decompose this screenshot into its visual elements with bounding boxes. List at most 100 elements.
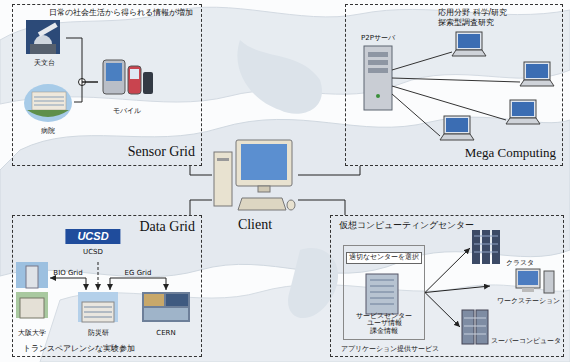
service-center-building bbox=[366, 274, 398, 314]
osaka-university-picture bbox=[20, 298, 44, 318]
cern-picture bbox=[166, 294, 188, 306]
region-note: トランスペアレンシな実験参加 bbox=[23, 344, 135, 353]
device-icon: 病院 bbox=[22, 82, 74, 136]
observatory-picture bbox=[30, 44, 56, 54]
region-panel: 仮想コンピューティングセンターアプリケーション提供サービス適切なセンターを選択サ… bbox=[330, 215, 564, 357]
observatory-picture bbox=[26, 20, 60, 54]
hospital-picture bbox=[34, 97, 64, 105]
connector-line bbox=[74, 82, 98, 102]
client-computer-picture bbox=[238, 198, 286, 210]
cern-picture bbox=[142, 292, 190, 322]
p2p-server-picture bbox=[364, 46, 392, 110]
workstation-picture bbox=[516, 269, 540, 288]
server-icon: P2Pサーバ bbox=[356, 34, 400, 114]
workstation-picture bbox=[516, 269, 554, 293]
icon-label: UCSD bbox=[83, 248, 103, 256]
mobile-devices-picture bbox=[143, 72, 153, 94]
region-note: アプリケーション提供サービス bbox=[341, 345, 439, 353]
logo-text: UCSD bbox=[65, 229, 120, 244]
laptop-picture bbox=[440, 134, 474, 140]
region-note: 応用分野 科学/研究 探索型調査研究 bbox=[438, 8, 528, 27]
disaster-research-picture bbox=[84, 307, 112, 317]
observatory-picture bbox=[38, 22, 58, 36]
osaka-university-picture bbox=[26, 266, 38, 288]
service-center-building bbox=[366, 274, 398, 314]
laptop-picture bbox=[446, 118, 468, 132]
region-note: 日常の社会生活から得られる情報が増加 bbox=[49, 8, 193, 18]
connector-label: EG Grid bbox=[125, 269, 152, 277]
mobile-devices-picture bbox=[103, 60, 125, 94]
icon-label: ワークステーション bbox=[497, 297, 560, 305]
client-computer-picture bbox=[287, 200, 295, 210]
disaster-research-picture bbox=[78, 292, 118, 322]
connector-line bbox=[425, 248, 470, 293]
icon-label: P2Pサーバ bbox=[361, 34, 395, 42]
network-wires bbox=[392, 86, 506, 120]
connector-line bbox=[425, 286, 490, 293]
site-photo: CERN bbox=[140, 290, 192, 338]
site-photo: 防災研 bbox=[76, 290, 120, 338]
region-panel: Data Grid トランスペアレンシな実験参加 UCSD UCSD 大阪大学防災研 CE… bbox=[12, 215, 202, 357]
logo-box: UCSD UCSD bbox=[58, 228, 128, 262]
client-computer-picture bbox=[236, 140, 292, 186]
network-wires bbox=[392, 52, 520, 136]
client-computer-picture bbox=[241, 144, 287, 180]
icon-label: クラスタ bbox=[506, 259, 534, 267]
connector-label: BIO Grid bbox=[53, 269, 82, 277]
hospital-picture bbox=[32, 92, 66, 110]
cern-picture bbox=[144, 308, 188, 320]
p2p-server-picture bbox=[376, 94, 380, 98]
connector-line bbox=[98, 262, 99, 290]
laptop-picture bbox=[444, 116, 470, 134]
supercomputer-picture bbox=[476, 310, 488, 344]
supercomputer-picture bbox=[462, 310, 488, 344]
cern-picture bbox=[142, 292, 190, 322]
client-computer-picture bbox=[217, 158, 229, 161]
cluster-picture bbox=[472, 230, 480, 264]
cluster-picture bbox=[482, 230, 490, 264]
laptop-picture bbox=[506, 100, 540, 124]
world-map bbox=[237, 40, 322, 114]
client-computer-picture bbox=[214, 152, 232, 206]
site-photo: 大阪大学 bbox=[14, 262, 50, 338]
client-computer: Client bbox=[212, 138, 298, 236]
device-icon: 天文台 bbox=[22, 18, 66, 68]
service-center-box: 適切なセンターを選択サービスセンター ユーザ情報 課金情報 bbox=[343, 245, 425, 340]
client-label: Client bbox=[238, 217, 272, 234]
cluster-picture bbox=[492, 230, 500, 264]
computer-icon: ワークステーション bbox=[490, 266, 562, 306]
workstation-picture bbox=[544, 271, 554, 293]
disaster-research-picture bbox=[82, 302, 114, 322]
icon-label: 病院 bbox=[41, 127, 55, 135]
disaster-research-picture bbox=[78, 292, 118, 322]
workstation-picture bbox=[518, 271, 538, 285]
osaka-university-picture bbox=[16, 262, 48, 288]
region-panel: 応用分野 科学/研究 探索型調査研究Mega ComputingP2Pサーバ bbox=[345, 4, 563, 166]
laptop-picture bbox=[506, 118, 540, 124]
mobile-devices-picture bbox=[130, 69, 139, 79]
observatory-picture bbox=[34, 35, 52, 44]
connector-line bbox=[298, 200, 345, 215]
cluster-picture bbox=[474, 236, 498, 252]
computer-icon: クラスタ bbox=[470, 228, 536, 268]
connector-line bbox=[66, 38, 98, 82]
laptop-picture bbox=[512, 102, 534, 116]
connector-line bbox=[425, 293, 460, 328]
device-icon: モバイル bbox=[98, 58, 156, 116]
mobile-devices-picture bbox=[106, 63, 122, 81]
supercomputer-picture bbox=[464, 318, 486, 334]
workstation-picture bbox=[522, 288, 534, 292]
laptop-picture bbox=[440, 116, 474, 140]
region-title: Data Grid bbox=[139, 219, 195, 236]
connector-line bbox=[110, 278, 166, 290]
osaka-university-picture bbox=[16, 292, 48, 318]
icon-label: モバイル bbox=[113, 107, 141, 115]
p2p-server-picture bbox=[368, 52, 388, 57]
client-computer-picture bbox=[214, 140, 295, 210]
icon-label: CERN bbox=[156, 329, 175, 337]
